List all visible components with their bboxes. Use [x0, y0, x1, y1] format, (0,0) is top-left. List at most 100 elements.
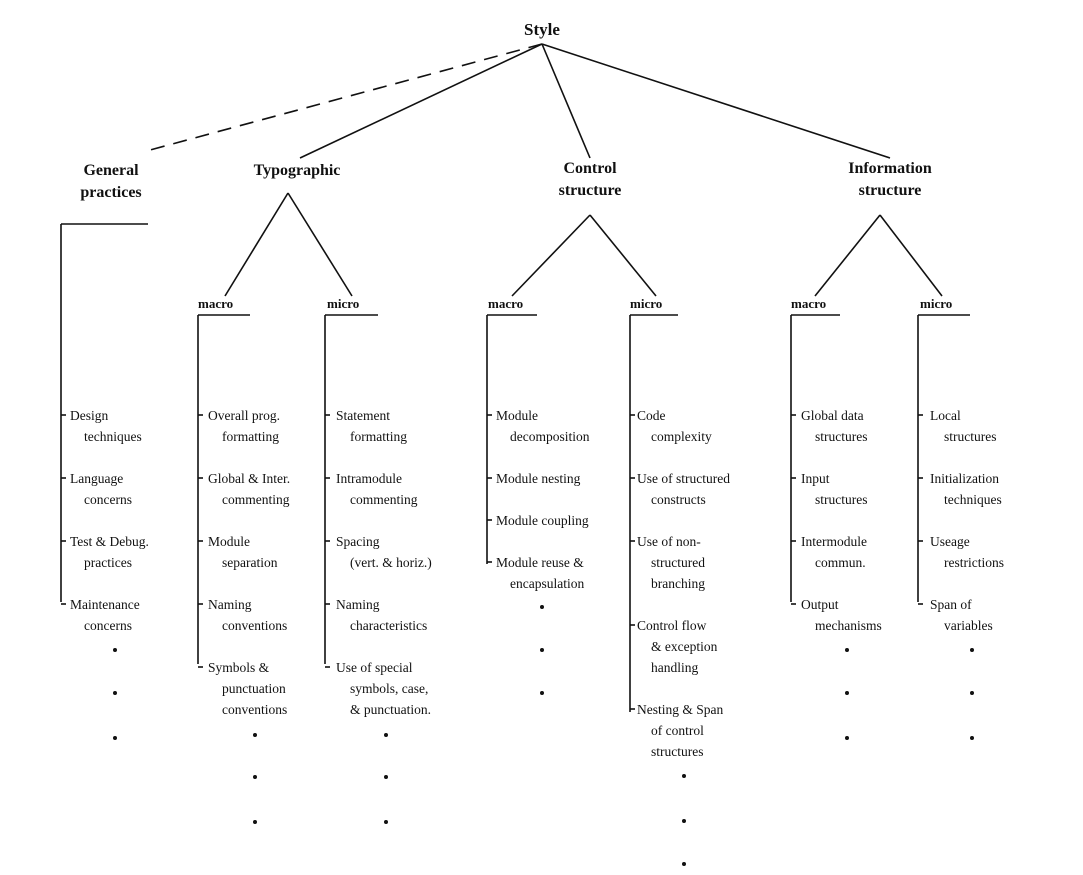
subcategory-label-information-macro: macro [791, 296, 827, 311]
list-item-information-micro: Initialization [930, 471, 999, 486]
list-item-information-macro: Global data [801, 408, 864, 423]
list-item-typographic-micro: & punctuation. [350, 702, 431, 717]
list-item-general: concerns [84, 492, 132, 507]
ellipsis-dot-information-macro [845, 648, 849, 652]
list-item-general: practices [84, 555, 132, 570]
list-item-typographic-micro: symbols, case, [350, 681, 429, 696]
list-item-typographic-macro: Module [208, 534, 250, 549]
list-item-control-micro: structured [651, 555, 705, 570]
list-item-information-macro: Input [801, 471, 830, 486]
ellipsis-dot-control-macro [540, 691, 544, 695]
ellipsis-dot-general [113, 691, 117, 695]
list-item-typographic-micro: Spacing [336, 534, 380, 549]
list-item-control-micro: structures [651, 744, 704, 759]
list-item-typographic-macro: Symbols & [208, 660, 270, 675]
list-item-control-macro: Module [496, 408, 538, 423]
list-item-control-micro: of control [651, 723, 704, 738]
list-item-control-micro: & exception [651, 639, 718, 654]
list-item-information-macro: commun. [815, 555, 866, 570]
category-title-information: structure [858, 182, 922, 199]
list-item-control-micro: Use of structured [637, 471, 730, 486]
ellipsis-dot-information-micro [970, 736, 974, 740]
list-item-information-macro: Output [801, 597, 839, 612]
subcategory-label-control-micro: micro [630, 296, 663, 311]
ellipsis-dot-control-micro [682, 819, 686, 823]
subcategory-label-typographic-macro: macro [198, 296, 234, 311]
category-title-information: Information [848, 160, 932, 177]
connector-root-information [541, 43, 891, 159]
list-item-typographic-macro: conventions [222, 702, 288, 717]
list-item-control-micro: Code [637, 408, 666, 423]
ellipsis-dot-typographic-macro [253, 820, 257, 824]
list-item-typographic-macro: formatting [222, 429, 279, 444]
list-item-control-micro: constructs [651, 492, 706, 507]
list-item-information-micro: Span of [930, 597, 972, 612]
connector-typographic-macro [224, 192, 289, 297]
list-item-control-micro: handling [651, 660, 699, 675]
subcategory-label-information-micro: micro [920, 296, 953, 311]
ellipsis-dot-general [113, 736, 117, 740]
connector-root-general [149, 43, 543, 151]
ellipsis-dot-control-macro [540, 648, 544, 652]
connector-control-micro [589, 214, 657, 297]
list-item-control-macro: encapsulation [510, 576, 585, 591]
list-item-general: Design [70, 408, 109, 423]
list-item-information-micro: structures [944, 429, 997, 444]
ellipsis-dot-typographic-macro [253, 733, 257, 737]
list-item-control-micro: branching [651, 576, 705, 591]
list-item-general: Maintenance [70, 597, 140, 612]
list-item-control-macro: Module coupling [496, 513, 589, 528]
list-item-typographic-macro: Global & Inter. [208, 471, 291, 486]
category-title-general: practices [80, 184, 142, 201]
subcategory-label-control-macro: macro [488, 296, 524, 311]
list-item-control-micro: Use of non- [637, 534, 701, 549]
list-item-information-macro: structures [815, 492, 868, 507]
list-item-typographic-micro: commenting [350, 492, 418, 507]
ellipsis-dot-general [113, 648, 117, 652]
ellipsis-dot-typographic-macro [253, 775, 257, 779]
list-item-control-macro: Module nesting [496, 471, 581, 486]
list-item-control-micro: Control flow [637, 618, 707, 633]
ellipsis-dot-typographic-micro [384, 733, 388, 737]
connector-root-typographic [299, 43, 543, 159]
list-item-control-micro: Nesting & Span [637, 702, 724, 717]
list-item-general: Test & Debug. [70, 534, 149, 549]
list-item-typographic-macro: separation [222, 555, 278, 570]
list-item-control-micro: complexity [651, 429, 712, 444]
list-item-information-micro: variables [944, 618, 993, 633]
root-label: Style [524, 20, 560, 39]
list-item-information-micro: Useage [930, 534, 970, 549]
list-item-typographic-micro: Intramodule [336, 471, 402, 486]
list-item-typographic-micro: Use of special [336, 660, 413, 675]
ellipsis-dot-information-micro [970, 691, 974, 695]
list-item-typographic-micro: (vert. & horiz.) [350, 555, 432, 570]
ellipsis-dot-typographic-micro [384, 775, 388, 779]
list-item-general: techniques [84, 429, 142, 444]
list-item-typographic-macro: punctuation [222, 681, 286, 696]
list-item-general: concerns [84, 618, 132, 633]
list-item-control-macro: Module reuse & [496, 555, 584, 570]
category-title-control: Control [563, 160, 617, 177]
list-item-information-macro: Intermodule [801, 534, 867, 549]
ellipsis-dot-control-micro [682, 774, 686, 778]
ellipsis-dot-information-macro [845, 691, 849, 695]
connector-information-macro [814, 214, 881, 297]
list-item-typographic-micro: Naming [336, 597, 380, 612]
ellipsis-dot-information-macro [845, 736, 849, 740]
list-item-typographic-micro: characteristics [350, 618, 428, 633]
list-item-control-macro: decomposition [510, 429, 590, 444]
category-title-typographic: Typographic [253, 162, 341, 179]
list-item-general: Language [70, 471, 124, 486]
connector-control-macro [511, 214, 591, 297]
ellipsis-dot-information-micro [970, 648, 974, 652]
ellipsis-dot-control-micro [682, 862, 686, 866]
list-item-information-micro: restrictions [944, 555, 1004, 570]
list-item-typographic-macro: conventions [222, 618, 288, 633]
category-title-control: structure [558, 182, 622, 199]
ellipsis-dot-control-macro [540, 605, 544, 609]
connector-typographic-micro [287, 192, 353, 297]
subcategory-label-typographic-micro: micro [327, 296, 360, 311]
list-item-information-micro: Local [930, 408, 961, 423]
